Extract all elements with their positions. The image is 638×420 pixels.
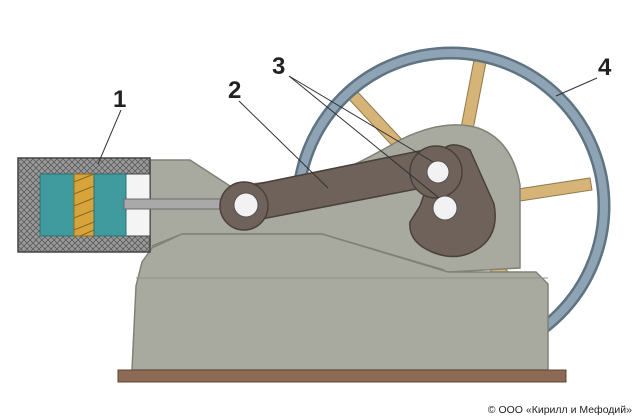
piston-teal-left: [39, 173, 75, 237]
label-flywheel: 4: [598, 54, 612, 81]
pin-crank-upper: [426, 160, 450, 184]
label-pins: 3: [272, 53, 285, 80]
pin-crank-lower: [432, 195, 458, 221]
copyright-text: © ООО «Кирилл и Мефодий»: [488, 404, 632, 416]
piston-teal-right: [93, 173, 127, 237]
label-connecting-rod: 2: [228, 77, 241, 104]
engine-frame: [117, 124, 567, 383]
piston-rod: [123, 198, 237, 210]
pin-crosshead: [233, 192, 259, 218]
label-cylinder: 1: [113, 86, 126, 113]
frame-base: [131, 233, 549, 371]
leader-lines: [97, 75, 598, 199]
base-plate: [117, 369, 567, 383]
